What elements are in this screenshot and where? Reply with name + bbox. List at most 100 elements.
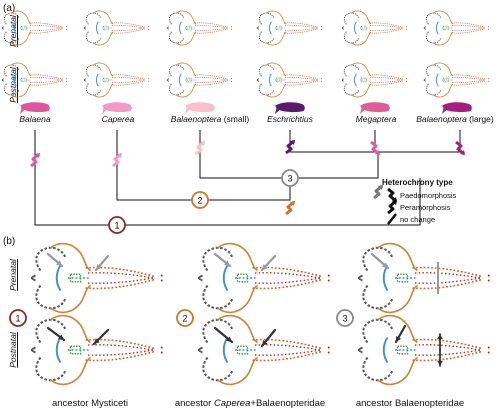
skull-outline-top [93,62,114,77]
skull-outline-top [351,10,372,25]
whale-1 [100,102,132,114]
skull-rostrum-top [110,22,146,28]
skull-rostrum-bottom [450,80,486,86]
skull-tip-dot [327,346,330,349]
arrow-tip [94,338,100,344]
skull-occipital [256,26,260,30]
skull-prenatal-5 [423,10,490,46]
skull-outline-bottom [433,31,454,46]
skull-b-prenatal-1 [197,242,330,314]
skull-blue-arc [353,21,357,35]
skull-rostrum-inner-bottom [29,79,63,83]
skull-b-postnatal-1 [197,314,330,386]
skull-rostrum-inner-top [369,25,403,29]
arrow-shaft [387,199,397,215]
skull-tip-dot [406,80,408,82]
skull-occipital [423,78,427,82]
arrow-balaenoptera-small [195,140,205,156]
taxon-label-megaptera: Megaptera [355,114,397,124]
tree-nodes: 123 [108,169,299,234]
panel-a-label: (a) [3,3,16,14]
skull-rostrum-inner-bottom [451,27,485,31]
skull-blue-arc [55,336,62,364]
skull-rostrum-inner-bottom [369,79,403,83]
arrow-megaptera [370,140,380,156]
skull-occipital [1,78,5,82]
arrow-balaenoptera-large [455,140,465,156]
skull-outline-top [217,242,258,272]
skull-outline-bottom [351,83,372,98]
skull-outline-top [93,10,114,25]
skull-braincase-bottom [343,31,360,44]
skull-tip-dot [487,274,490,277]
skull-outline-bottom [50,356,91,386]
skull-prenatal-1 [83,10,150,46]
arrow-shaft [285,200,295,216]
skull-outline-bottom [377,356,418,386]
arrow-head [378,185,383,190]
skull-rostrum-inner-bottom [284,27,318,31]
skull-tip-dot [148,26,150,28]
skull-green-nasal [69,273,82,283]
arrow-tip [437,360,443,366]
skull-rostrum-top [368,22,404,28]
skull-green-nasal [69,345,82,355]
b-node-3: 3 [336,309,354,327]
skull-outline-bottom [11,31,32,46]
skull-rostrum-inner-top [194,77,228,81]
node-circle [108,216,126,234]
arrow-shaft [285,139,295,155]
skull-rostrum-inner-top [451,77,485,81]
skull-prenatal-0 [1,10,68,46]
skull-blue-arc [353,73,357,87]
skull-postnatal-0 [1,62,68,98]
b-arrow-postnatal-2a [213,326,234,344]
node-circle [191,191,209,209]
skull-tip-dot [487,279,490,282]
skull-tip-dot [231,78,233,80]
skull-occipital [357,274,363,282]
skull-tip-dot [160,346,163,349]
skull-braincase-top [3,12,20,25]
skull-green-nasal [360,25,367,31]
skull-occipital [341,26,345,30]
b-arrow-prenatal-2a [213,252,232,268]
skull-blue-arc [268,21,272,35]
skull-blue-arc [13,73,17,87]
taxon-label-eschrichtius: Eschrichtius [267,114,313,124]
skull-outline-top [351,62,372,77]
legend-icon-no-change [387,213,397,225]
skull-tip-dot [231,80,233,82]
legend-item-paedomorphosis: Paedomorphosis [400,191,457,200]
skull-tip-dot [488,80,490,82]
arrow-shaft [455,140,465,156]
arrow-shaft [387,187,397,203]
skull-rostrum-bottom [283,80,319,86]
tree-node-2: 2 [191,191,209,209]
skull-braincase-bottom [3,31,20,44]
tree-branch-root [34,130,421,226]
b-arrow-postnatal-1b [92,328,110,346]
skull-green-nasal [442,25,449,31]
arrow-tip [96,264,102,270]
legend-title: Heterochrony type [382,178,453,187]
skull-green-nasal [20,77,27,83]
arrow-head [117,153,122,158]
b-arrow-postnatal-1a [46,326,66,342]
node-circle [336,309,354,327]
skull-green-nasal [185,25,192,31]
skull-rostrum-bottom [283,28,319,34]
skull-outline-bottom [217,356,258,386]
skull-occipital [30,274,36,282]
skull-rostrum-inner-bottom [87,277,154,284]
skull-rostrum-inner-top [451,25,485,29]
whale-body [440,102,472,114]
skull-rostrum-inner-top [414,344,481,351]
skull-tip-dot [487,351,490,354]
skull-blue-arc [55,264,62,292]
skull-green-nasal [275,25,282,31]
skull-rostrum-inner-top [284,77,318,81]
arrow-shaft [373,184,383,200]
skull-outline-top [176,10,197,25]
